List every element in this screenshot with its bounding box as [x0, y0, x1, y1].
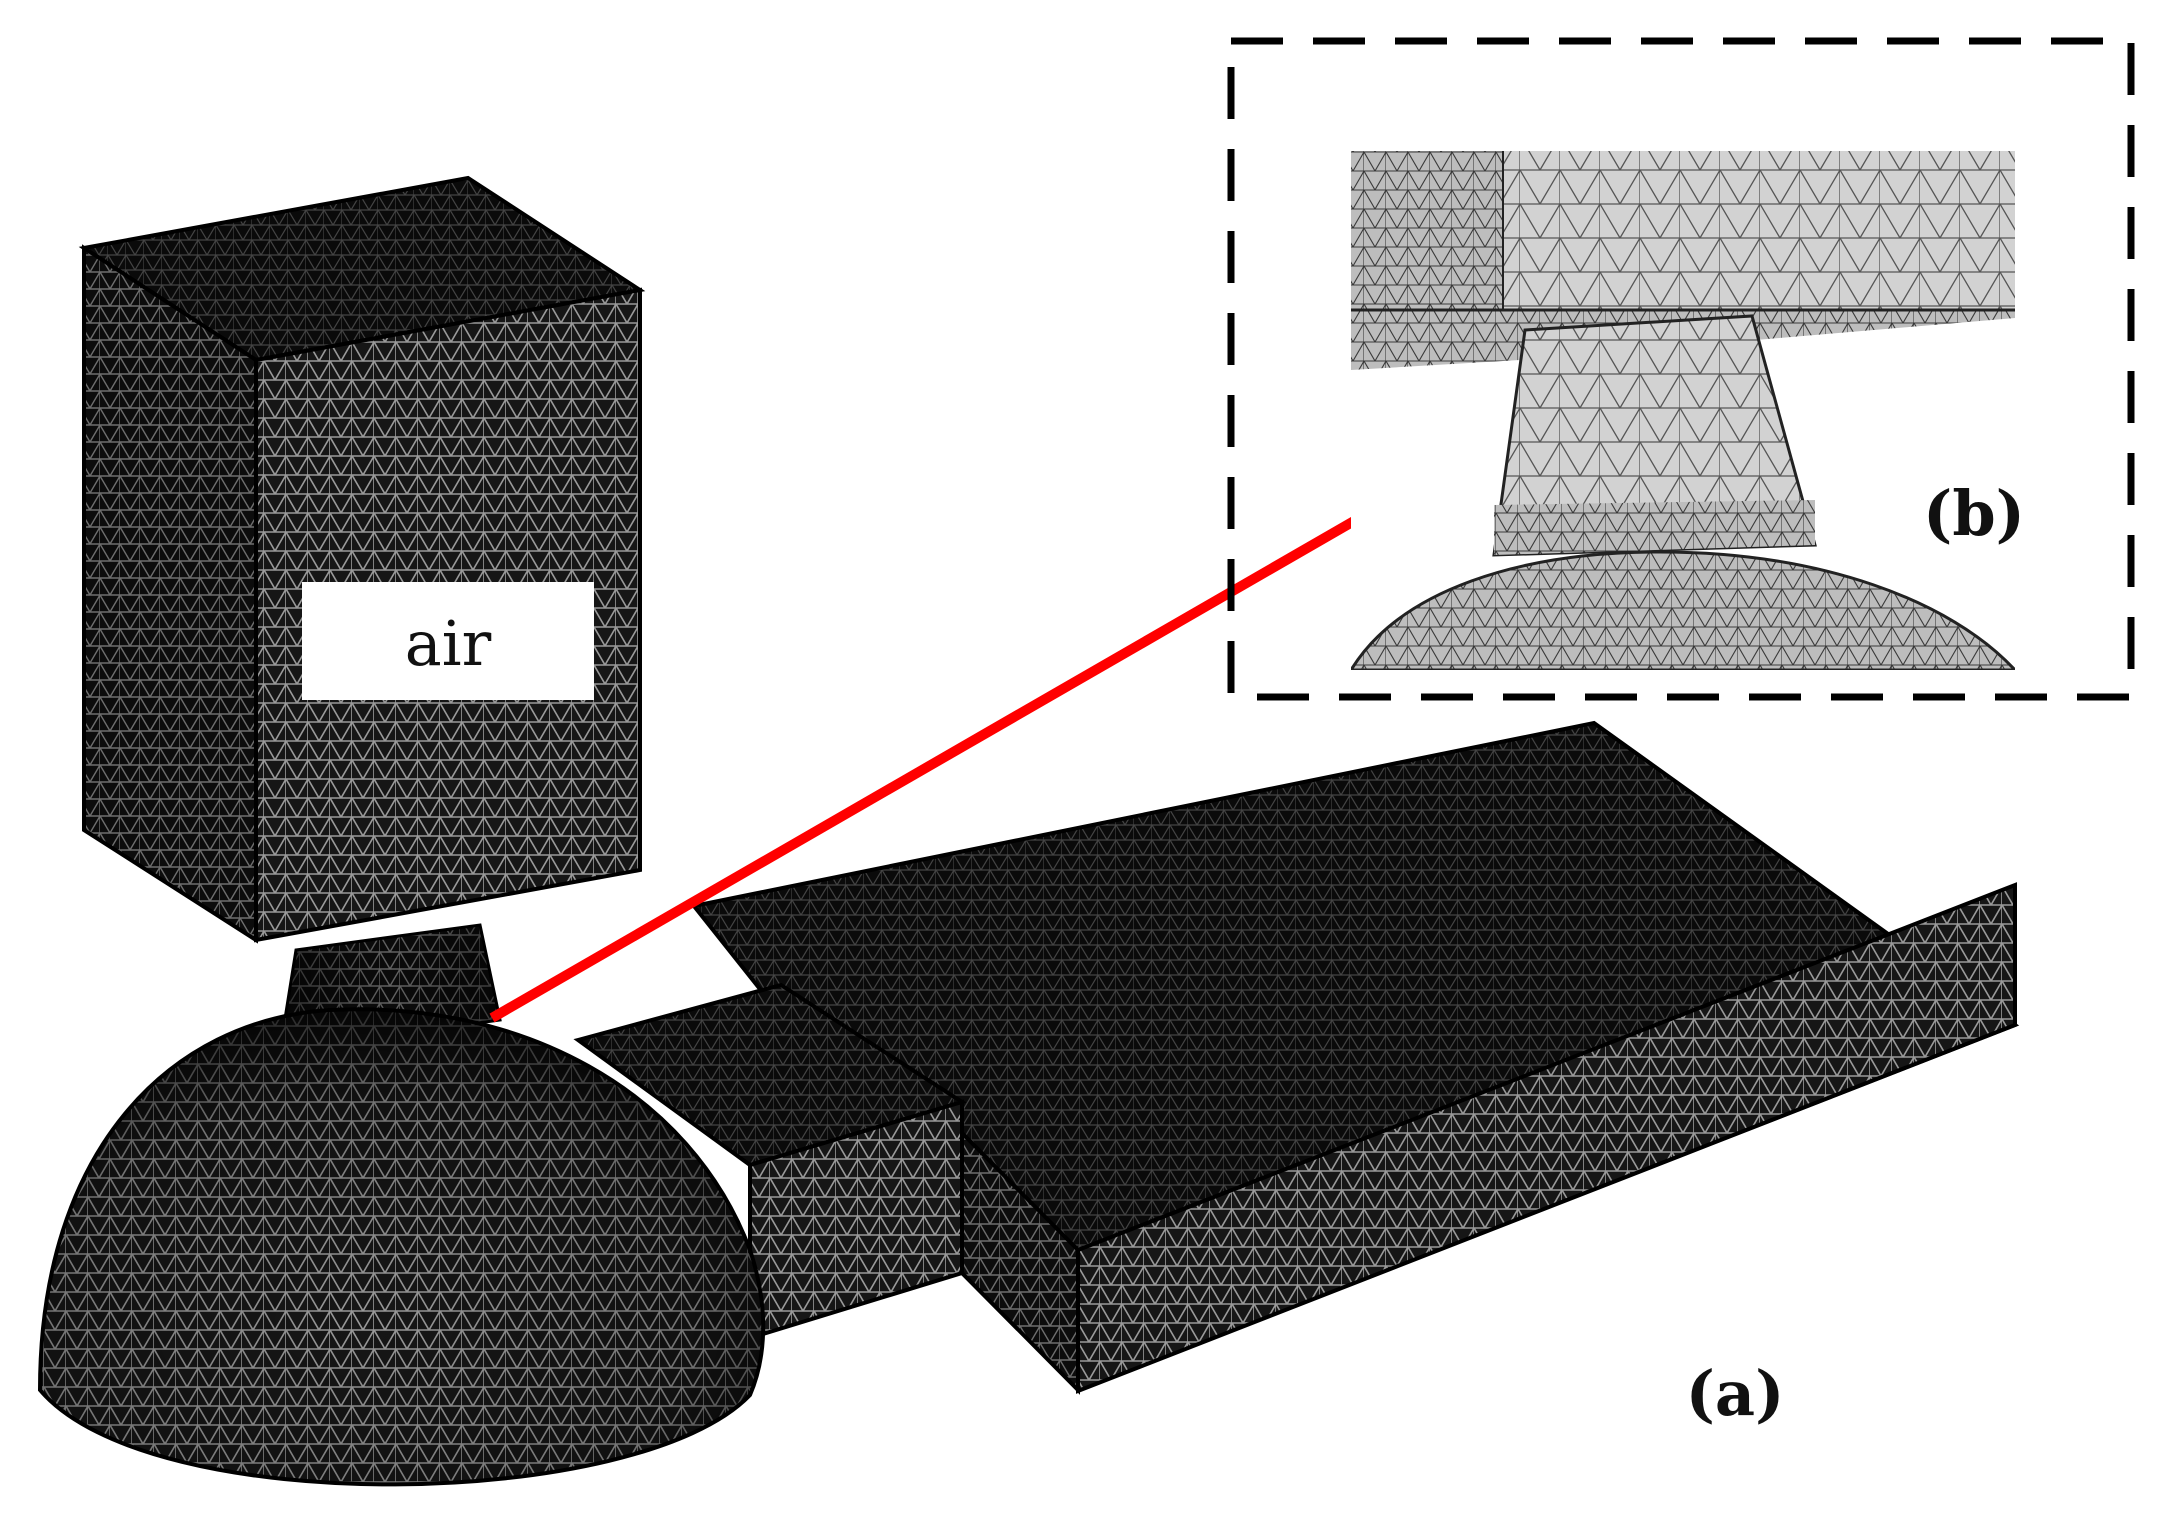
- detail-inset: [1351, 151, 2015, 670]
- hemisphere-dome: [37, 1007, 766, 1487]
- air-label-text: air: [405, 607, 492, 680]
- air-label: air: [302, 582, 594, 700]
- panel-a-label: (a): [1686, 1357, 1785, 1430]
- inset-frame: [1227, 37, 2135, 701]
- panel-b-label: (b): [1923, 477, 2025, 550]
- zoom-arrow: [489, 433, 1507, 1023]
- large-slab: [690, 720, 2020, 1395]
- connecting-bar: [573, 982, 967, 1341]
- air-box: [78, 175, 646, 944]
